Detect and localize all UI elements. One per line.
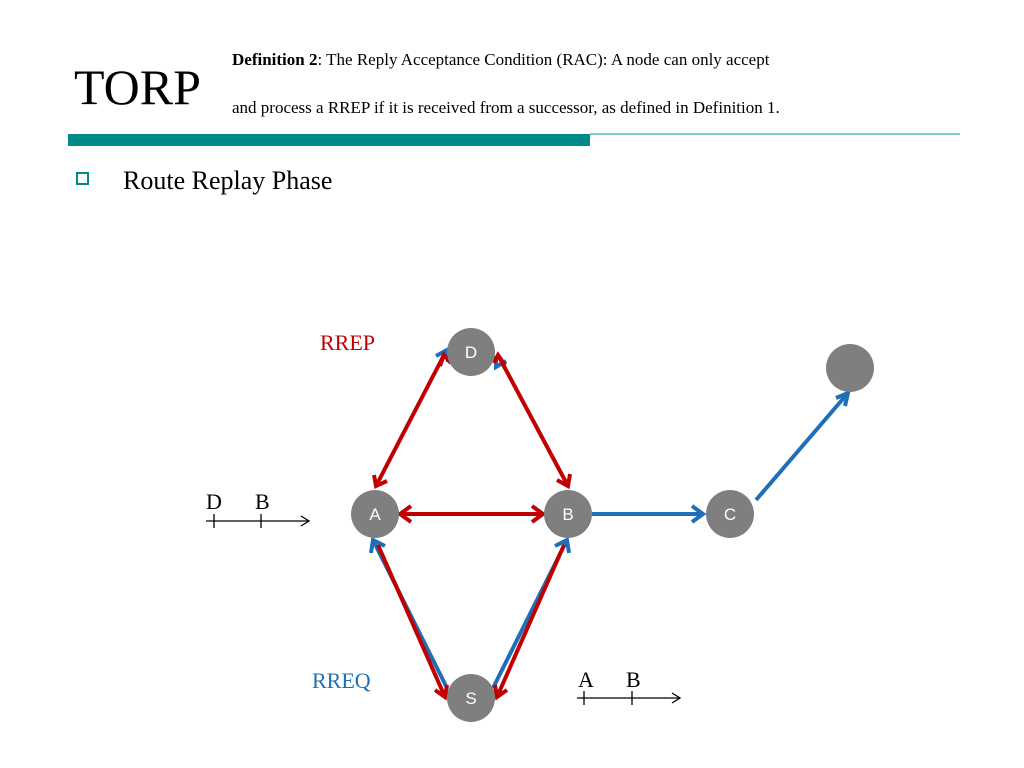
rreq-arrowhead-c — [690, 504, 707, 524]
definition-line-1-text: : The Reply Acceptance Condition (RAC): … — [317, 50, 770, 69]
node-c-label: C — [724, 505, 736, 524]
order-left-second: B — [255, 489, 270, 514]
nodes: D A B C S — [351, 328, 874, 722]
order-right-second: B — [626, 667, 641, 692]
rrep-edge-d-b — [496, 354, 570, 487]
node-unnamed — [826, 344, 874, 392]
order-left-first: D — [206, 489, 222, 514]
node-b-label: B — [562, 505, 573, 524]
node-d-label: D — [465, 343, 477, 362]
definition-label: Definition 2 — [232, 50, 318, 69]
rrep-edge-a-s — [376, 544, 447, 698]
rrep-arrowhead-s-right — [493, 684, 509, 701]
definition-line-2: and process a RREP if it is received fro… — [232, 98, 780, 117]
rrep-edge-b-s — [495, 544, 566, 698]
rreq-arrowhead-b — [554, 536, 571, 554]
rrep-arrowhead-b-top — [556, 473, 572, 490]
order-axis-right — [577, 691, 682, 705]
rreq-arrowhead-a — [369, 536, 386, 554]
definition-line-1: Definition 2: The Reply Acceptance Condi… — [232, 50, 769, 70]
node-d — [447, 328, 495, 376]
node-s — [447, 674, 495, 722]
node-b — [544, 490, 592, 538]
order-axis-left — [206, 514, 311, 528]
rreq-label: RREQ — [312, 668, 371, 693]
rrep-arrowhead-s-left — [433, 684, 449, 701]
node-a — [351, 490, 399, 538]
rreq-arrowhead-unnamed — [835, 389, 851, 407]
node-a-label: A — [369, 505, 381, 524]
rrep-label: RREP — [320, 330, 375, 355]
slide-title: TORP — [74, 59, 201, 115]
order-right-first: A — [578, 667, 594, 692]
rrep-arrowhead-d-side-b — [492, 351, 507, 367]
rrep-arrowhead-a-side — [396, 504, 413, 524]
bullet-square-icon — [76, 172, 89, 185]
rreq-edges — [369, 346, 851, 689]
rrep-arrowhead-a-top — [372, 474, 388, 489]
rrep-edges — [372, 351, 572, 701]
rreq-edge-c-unnamed — [754, 391, 850, 502]
rrep-edge-d-a — [374, 354, 446, 487]
title-underline-thin — [590, 133, 960, 135]
node-s-label: S — [465, 689, 476, 708]
rrep-arrowhead-b-side — [530, 504, 547, 524]
bullet-text: Route Replay Phase — [123, 166, 333, 195]
title-underline-thick — [68, 134, 590, 146]
node-c — [706, 490, 754, 538]
